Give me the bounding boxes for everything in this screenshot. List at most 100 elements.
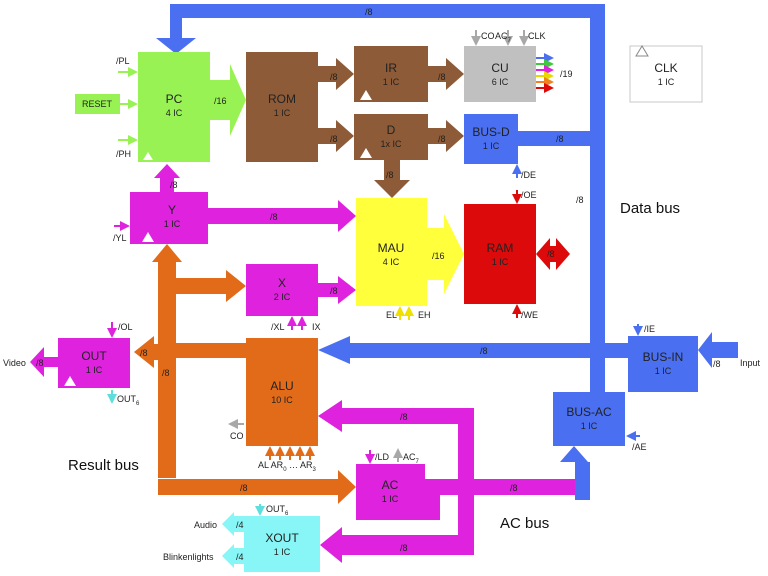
width-xout-audio: /4: [236, 520, 244, 530]
block-ac: AC 1 IC: [356, 464, 425, 520]
width-out-video: /8: [36, 358, 44, 368]
result-bus-trunk: [158, 262, 176, 478]
clk-in-label: CLK: [528, 31, 546, 41]
block-d: D 1x IC: [354, 114, 428, 160]
width-result-out: /8: [140, 348, 148, 358]
block-pc: PC 4 IC: [138, 52, 210, 162]
ac-bus-to-alu-arrow: [318, 400, 474, 535]
io-blinkenlights-label: Blinkenlights: [163, 552, 214, 562]
block-ac-ics: 1 IC: [382, 494, 399, 504]
block-cu-ics: 6 IC: [492, 77, 509, 87]
width-ac-bus-ac: /8: [510, 483, 518, 493]
block-alu-name: ALU: [270, 379, 293, 393]
ir-to-cu-arrow: [428, 58, 464, 90]
width-cu-out: /19: [560, 69, 573, 79]
data-bus-to-alu-arrow: [318, 336, 628, 364]
block-out-ics: 1 IC: [86, 365, 103, 375]
block-cu: CU 6 IC: [464, 46, 536, 102]
mau-to-ram-arrow: [427, 214, 464, 294]
block-mau-name: MAU: [378, 241, 405, 255]
result-bus-title: Result bus: [68, 457, 139, 474]
width-x-mau: /8: [330, 286, 338, 296]
ac-bus-out-of-ac: [425, 479, 575, 495]
block-cu-name: CU: [491, 61, 508, 75]
oe-label: /OE: [521, 190, 537, 200]
block-out-name: OUT: [81, 349, 107, 363]
result-bus-to-ac-arrow: [158, 470, 356, 504]
block-xout: XOUT 1 IC: [244, 516, 320, 572]
reset-label: RESET: [82, 99, 113, 109]
ac-to-xout-path: [425, 486, 440, 520]
co-top-label: CO: [481, 31, 495, 41]
rom-to-d-arrow: [318, 120, 354, 152]
ld-label: /LD: [375, 452, 390, 462]
block-y-name: Y: [168, 203, 176, 217]
y-to-mau-arrow: [208, 200, 356, 232]
bus-ac-to-ac-bus-arrow: [560, 446, 590, 500]
block-bus-in-ics: 1 IC: [655, 366, 672, 376]
out-to-video-arrow: [30, 347, 58, 377]
data-bus-to-bus-ac: [590, 358, 605, 392]
ol-label: /OL: [118, 322, 133, 332]
control-signals: [107, 30, 643, 516]
ac-bus-to-xout-arrow: [320, 527, 474, 563]
rom-to-ir-arrow: [318, 58, 354, 90]
ie-label: /IE: [644, 324, 655, 334]
block-rom-name: ROM: [268, 92, 296, 106]
block-pc-ics: 4 IC: [166, 108, 183, 118]
xl-label: /XL: [271, 322, 285, 332]
ac-bus-title: AC bus: [500, 515, 549, 532]
block-alu-ics: 10 IC: [271, 395, 293, 405]
block-bus-in-name: BUS-IN: [643, 350, 684, 364]
block-x: X 2 IC: [246, 264, 318, 316]
width-y-pc: /8: [170, 180, 178, 190]
pl-label: /PL: [116, 56, 130, 66]
width-y-mau: /8: [270, 212, 278, 222]
reset-box: RESET: [75, 94, 138, 114]
block-xout-ics: 1 IC: [274, 547, 291, 557]
block-ir-name: IR: [385, 61, 397, 75]
d-to-bus-d-arrow: [428, 120, 464, 152]
ac7-ac-label: AC7: [403, 452, 420, 465]
block-y-ics: 1 IC: [164, 219, 181, 229]
block-ram-ics: 1 IC: [492, 257, 509, 267]
result-bus-to-out-arrow: [134, 336, 158, 368]
width-ac-xout: /8: [400, 543, 408, 553]
co-alu-label: CO: [230, 431, 244, 441]
out6-xout-label: OUT6: [266, 504, 289, 517]
width-ac-bus-alu: /8: [400, 412, 408, 422]
width-rom-d: /8: [330, 134, 338, 144]
block-pc-name: PC: [166, 92, 183, 106]
io-video-label: Video: [3, 358, 26, 368]
block-bus-ac-ics: 1 IC: [581, 421, 598, 431]
out6-label: OUT6: [117, 394, 140, 407]
block-y: Y 1 IC: [130, 192, 208, 244]
d-to-mau-arrow: [374, 160, 410, 198]
width-data-bus-alu: /8: [480, 346, 488, 356]
result-bus-up-to-y-arrow: [152, 244, 182, 262]
block-ac-name: AC: [382, 478, 399, 492]
eh-label: EH: [418, 310, 431, 320]
xout-to-audio-arrow: [222, 512, 244, 536]
width-ram-bus: /8: [547, 249, 555, 259]
xout-to-blinkenlights-arrow: [222, 544, 244, 568]
width-bus-in: /8: [713, 359, 721, 369]
data-bus-title: Data bus: [620, 200, 680, 217]
block-ram: RAM 1 IC: [464, 204, 536, 304]
block-rom-ics: 1 IC: [274, 108, 291, 118]
block-clk: CLK 1 IC: [629, 45, 703, 103]
width-bus-d-bus: /8: [556, 134, 564, 144]
ae-label: /AE: [632, 442, 647, 452]
width-d-bus-d: /8: [438, 134, 446, 144]
block-ir-ics: 1 IC: [383, 77, 400, 87]
x-to-mau-arrow: [318, 276, 356, 304]
block-x-name: X: [278, 276, 286, 290]
block-d-name: D: [387, 123, 396, 137]
ph-label: /PH: [116, 149, 131, 159]
we-label: /WE: [521, 310, 538, 320]
block-bus-ac-name: BUS-AC: [566, 405, 612, 419]
alu-ctrl-label: AL AR0 … AR3: [258, 460, 317, 473]
ix-label: IX: [312, 322, 321, 332]
block-bus-d: BUS-D 1 IC: [464, 114, 518, 164]
